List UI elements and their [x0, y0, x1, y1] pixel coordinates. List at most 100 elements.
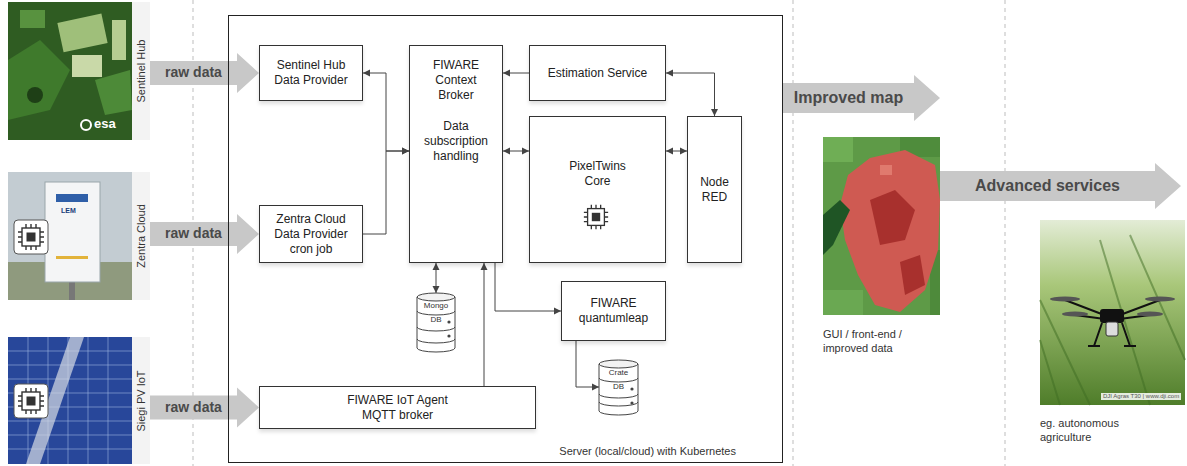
sensor-photo-part — [132, 172, 150, 300]
server-frame: Server (local/cloud) with Kubernetes Sent… — [228, 15, 783, 463]
database-label: DB — [598, 383, 639, 391]
drone-photo-part — [1062, 312, 1088, 317]
connector — [503, 70, 529, 77]
arrowhead — [503, 148, 510, 155]
caption: eg. autonomous agriculture — [1040, 416, 1145, 445]
sensor-photo-part — [45, 182, 100, 282]
separator-lines-part — [1005, 0, 1006, 466]
separator-lines — [193, 0, 1005, 466]
logo-text: LEM — [61, 207, 76, 215]
solar-panel-photo-part — [14, 384, 48, 418]
process-box: Zentra Cloud Data Provider cron job — [259, 205, 363, 263]
process-box: Estimation Service — [529, 45, 666, 101]
block-arrow-shape — [150, 53, 259, 93]
arrowhead — [481, 263, 488, 270]
database-label: DB — [416, 316, 456, 324]
cylinder-body — [599, 364, 638, 415]
label-strip: Sentinel Hub — [132, 2, 150, 140]
connector-line — [363, 73, 409, 151]
connector — [481, 263, 488, 386]
vertical-label: Zentra Cloud — [135, 204, 147, 268]
satellite-image-part — [27, 87, 43, 103]
block-arrow-shape — [940, 163, 1181, 209]
sensor-photo-part — [56, 256, 88, 259]
box-label: Estimation Service — [548, 66, 647, 81]
drone-photo-part — [1040, 235, 1185, 405]
solar-panel-photo-part — [132, 337, 150, 464]
block-arrow — [150, 388, 259, 428]
solar-panel-photo-part — [18, 388, 44, 414]
chip-icon-part — [584, 205, 608, 229]
core-box: PixelTwins Core — [529, 116, 666, 263]
sensor-photo-part — [56, 194, 88, 202]
arrowhead — [503, 70, 510, 77]
arrowhead — [666, 148, 673, 155]
map-image — [823, 137, 940, 315]
cylinder-band — [417, 327, 455, 331]
photo-panel: eg. autonomous agriculture — [1040, 220, 1185, 455]
cylinder-dot — [447, 334, 450, 337]
solar-panel-photo — [8, 337, 150, 464]
source-panel: Sentinel Hub — [8, 2, 150, 140]
box-label: Data subscription handling — [417, 119, 495, 164]
label-strip: Zentra Cloud — [132, 172, 150, 300]
box-label: Sentinel Hub Data Provider — [272, 58, 350, 88]
drone-photo-part — [1145, 297, 1175, 302]
block-arrow-shape — [150, 388, 259, 428]
satellite-image-part — [8, 40, 70, 120]
map-image-part — [823, 137, 853, 162]
box-label: FIWARE quantumleap — [572, 296, 655, 326]
map-image-part — [823, 290, 863, 315]
database-cylinder: CrateDB — [598, 358, 639, 416]
sensor-photo-part — [18, 224, 44, 250]
edge-label: Advanced services — [975, 177, 1120, 195]
map-image-part — [870, 190, 915, 245]
block-arrow-shape — [783, 75, 940, 121]
box-label: FIWARE Context Broker — [417, 58, 495, 103]
source-panel: Zentra Cloud — [8, 172, 150, 300]
frame-label: Server (local/cloud) with Kubernetes — [559, 445, 736, 457]
connector-line — [363, 151, 409, 234]
connector-line — [576, 341, 599, 387]
logo-text: esa — [94, 117, 116, 131]
map-panel: GUI / front-end / improved data — [823, 137, 940, 362]
cylinder-band — [599, 394, 638, 398]
broker-box: FIWARE Context BrokerData subscription h… — [409, 45, 503, 263]
connector — [576, 341, 599, 391]
arrowhead — [433, 263, 440, 270]
caption: GUI / front-end / improved data — [823, 327, 940, 356]
arrowhead — [666, 70, 673, 77]
satellite-image — [8, 2, 150, 140]
cylinder-top — [599, 360, 638, 368]
drone-photo-part — [1050, 297, 1080, 302]
map-image-part — [840, 150, 940, 312]
drone-photo-part — [1106, 322, 1118, 336]
satellite-image-part — [132, 2, 150, 140]
sensor-photo-part — [69, 280, 75, 300]
solar-panel-photo-part — [8, 337, 132, 464]
cylinder-band — [417, 311, 455, 315]
arrowhead — [402, 148, 409, 155]
cylinder-dot — [630, 401, 633, 404]
connector — [363, 148, 409, 235]
vertical-label: Sentinel Hub — [135, 40, 147, 103]
satellite-image-part — [8, 2, 132, 140]
connector — [433, 263, 440, 293]
edge-label: raw data — [165, 400, 222, 415]
solar-panel-photo-part — [8, 337, 132, 464]
arrowhead — [363, 70, 370, 77]
arrowhead — [522, 148, 529, 155]
database-cylinder: MongoDB — [416, 291, 456, 353]
satellite-image-part — [57, 14, 107, 53]
sensor-photo-part — [14, 220, 48, 254]
connector — [363, 70, 409, 155]
map-image-part — [823, 200, 850, 255]
connector — [666, 70, 718, 117]
database-label: Mongo — [416, 302, 456, 310]
cylinder-band — [417, 339, 455, 343]
process-box: FIWARE quantumleap — [561, 281, 666, 341]
connector — [666, 148, 687, 155]
map-image-part — [823, 137, 940, 315]
arrowhead — [680, 148, 687, 155]
edge-label: raw data — [165, 226, 222, 241]
